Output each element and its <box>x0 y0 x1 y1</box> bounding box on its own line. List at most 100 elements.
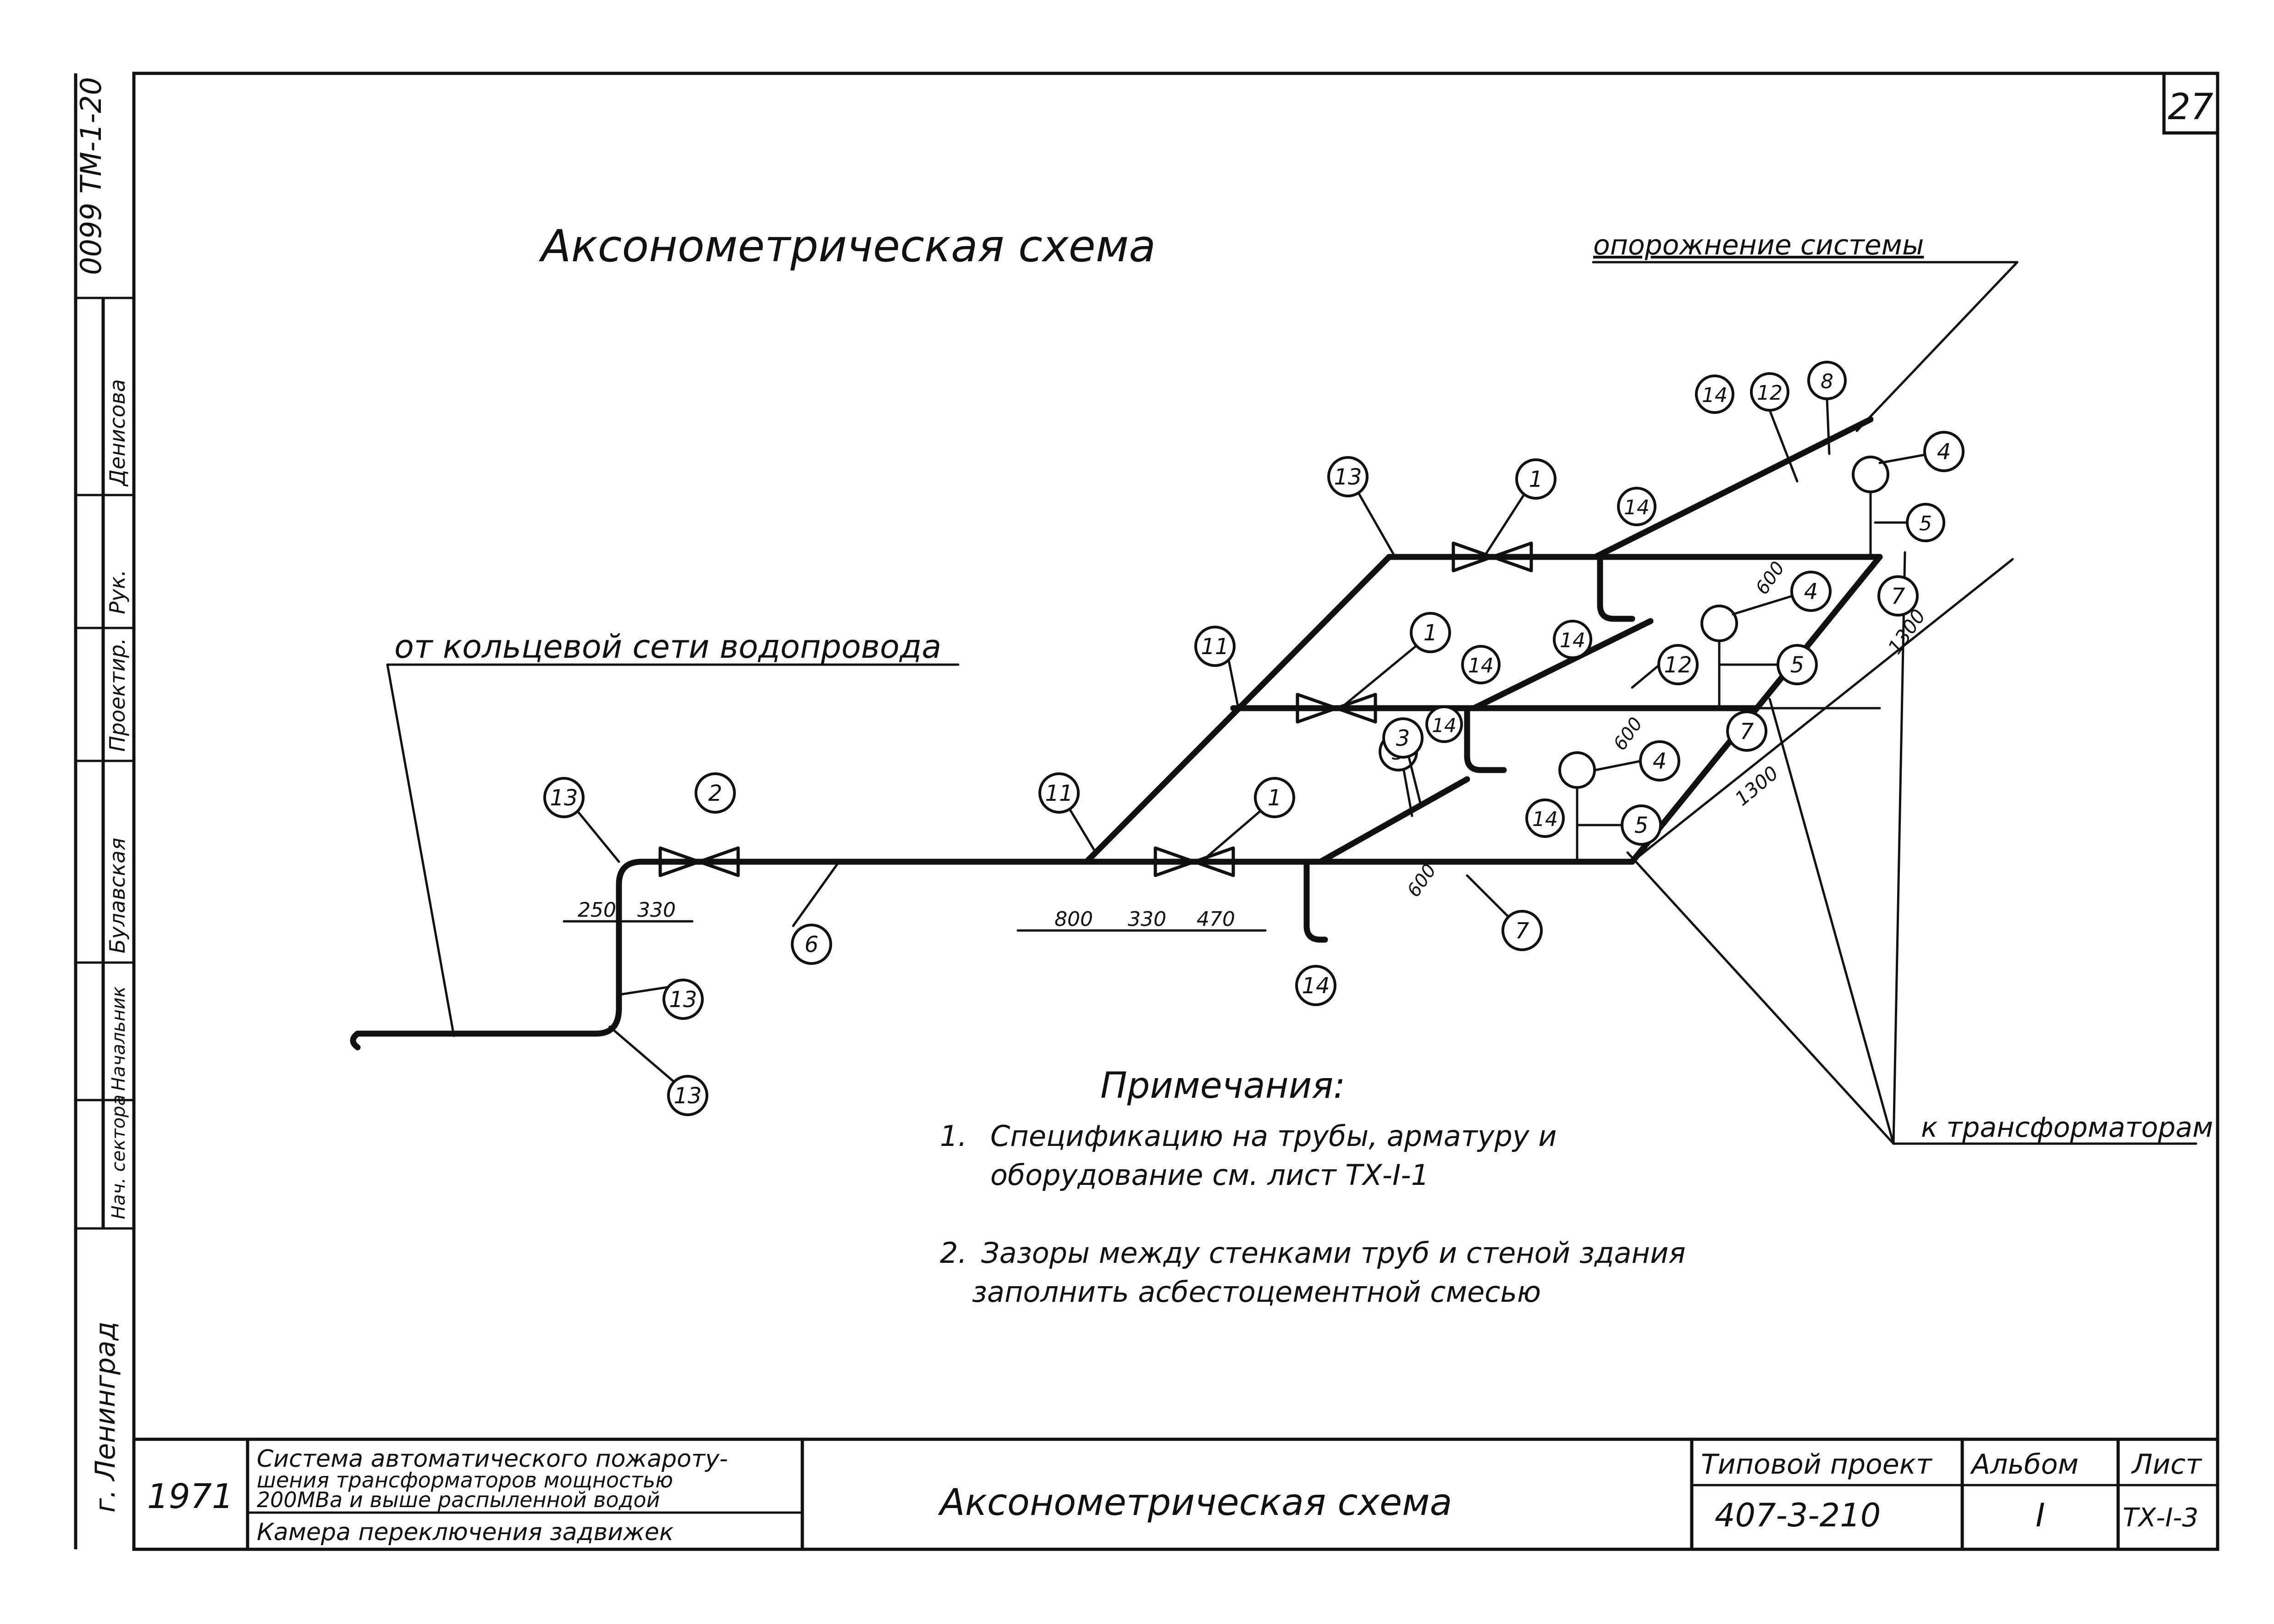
callout: 14 <box>1425 705 1463 743</box>
drawing-heading: Аксонометрическая схема <box>538 220 1156 272</box>
svg-text:13: 13 <box>1334 464 1362 490</box>
svg-text:14: 14 <box>1302 973 1330 999</box>
callout: 4 <box>1878 431 1965 472</box>
side-city: г. Ленинград <box>89 1321 121 1513</box>
svg-text:14: 14 <box>1624 496 1650 519</box>
callout: 14 <box>1461 645 1501 684</box>
dim-800: 800 <box>1054 908 1093 931</box>
svg-text:4: 4 <box>1653 749 1667 774</box>
svg-text:14: 14 <box>1432 714 1456 737</box>
callout: 4 <box>1732 571 1832 616</box>
title-desc-line1: Система автоматического пожароту- <box>257 1445 728 1473</box>
title-block: 1971 Система автоматического пожароту- ш… <box>147 1439 2219 1549</box>
svg-text:5: 5 <box>1634 813 1649 838</box>
dim-330b: 330 <box>1128 908 1166 931</box>
svg-text:4: 4 <box>1804 579 1818 605</box>
svg-text:6: 6 <box>805 932 819 958</box>
gauge-middle <box>1700 605 1738 642</box>
dim-330a: 330 <box>637 898 676 922</box>
note-2-line1: Зазоры между стенками труб и стеной здан… <box>981 1236 1686 1270</box>
sheet-label: Лист <box>2131 1448 2202 1481</box>
transformers-label: к трансформаторам <box>1921 1112 2213 1144</box>
callout: 7 <box>1726 710 1767 752</box>
page-number: 27 <box>2168 87 2213 128</box>
svg-text:13: 13 <box>673 1083 701 1109</box>
valve-1-upper <box>1452 541 1533 573</box>
callout: 13 <box>543 777 620 863</box>
callout: 14 <box>1295 965 1336 1006</box>
svg-text:1: 1 <box>1424 620 1438 646</box>
callout: 11 <box>1038 772 1097 854</box>
svg-text:11: 11 <box>1045 781 1073 806</box>
dim-1300a: 1300 <box>1731 761 1783 810</box>
side-stamp: 0099 ТМ-1-20 Денисова Рук. Проектир. Бул… <box>74 73 135 1549</box>
note-1-line1: Спецификацию на трубы, арматуру и <box>990 1119 1557 1153</box>
svg-text:12: 12 <box>1664 652 1692 678</box>
callout: 1 <box>1484 458 1556 556</box>
svg-text:1: 1 <box>1268 785 1282 811</box>
svg-text:12: 12 <box>1757 381 1783 405</box>
callout: 5 <box>1576 804 1662 846</box>
drain-label: опорожнение системы <box>1593 229 1924 261</box>
callout: 5 <box>1718 644 1818 685</box>
svg-text:8: 8 <box>1821 370 1833 393</box>
callout: 12 <box>1750 372 1799 483</box>
dim-600b: 600 <box>1610 714 1647 754</box>
callout: 6 <box>791 860 840 965</box>
callout: 13 <box>1327 456 1395 556</box>
callout: 1 <box>1200 777 1295 863</box>
svg-text:4: 4 <box>1937 439 1951 465</box>
note-2-line2: заполнить асбестоцементной смесью <box>972 1275 1541 1309</box>
inlet-pipe <box>354 859 1635 1037</box>
note-1-number: 1. <box>940 1119 967 1153</box>
dim-470: 470 <box>1197 908 1235 931</box>
svg-text:14: 14 <box>1468 654 1494 677</box>
callout: 13 <box>608 1025 708 1116</box>
callout: 5 <box>1874 503 1945 542</box>
svg-text:14: 14 <box>1702 384 1728 407</box>
svg-text:1: 1 <box>1529 467 1543 492</box>
pipework <box>350 416 2014 1051</box>
typical-project-value: 407-3-210 <box>1715 1497 1881 1534</box>
svg-text:5: 5 <box>1919 512 1932 535</box>
sheet-frame <box>132 72 2219 1551</box>
side-role-3: Проектир. <box>105 638 130 752</box>
side-role-2: Рук. <box>105 570 130 614</box>
side-role-1: Денисова <box>105 379 130 487</box>
callout: 4 <box>1594 740 1680 782</box>
side-code: 0099 ТМ-1-20 <box>74 77 108 275</box>
svg-text:11: 11 <box>1201 634 1229 660</box>
callout: 1 <box>1342 612 1451 707</box>
svg-text:2: 2 <box>708 781 723 806</box>
callout: 14 <box>1695 374 1734 414</box>
callouts: 13 2 6 13 13 11 1 14 7 5 14 4 3 14 11 1 … <box>543 361 1965 1116</box>
title-subtitle: Камера переключения задвижек <box>257 1519 674 1546</box>
dim-250: 250 <box>578 898 616 922</box>
sheet-value: ТХ-I-3 <box>2123 1503 2198 1533</box>
valve-1-middle <box>1296 693 1377 724</box>
callout: 14 <box>1617 487 1656 526</box>
dim-600a: 600 <box>1403 860 1441 901</box>
page-number-box <box>2162 72 2219 135</box>
typical-project-label: Типовой проект <box>1701 1448 1933 1481</box>
side-role-5: Начальник <box>108 986 129 1091</box>
callout: 13 <box>618 979 704 1020</box>
title-drawing: Аксонометрическая схема <box>938 1481 1452 1524</box>
callout: 7 <box>1877 575 1919 617</box>
supply-label: от кольцевой сети водопровода <box>394 628 941 666</box>
svg-text:7: 7 <box>1740 719 1754 744</box>
svg-text:14: 14 <box>1560 629 1585 652</box>
callout: 14 <box>1553 620 1592 659</box>
callout: 12 <box>1631 644 1699 689</box>
title-year: 1971 <box>147 1477 233 1516</box>
note-2-number: 2. <box>940 1236 967 1270</box>
title-desc-line2: шения трансформаторов мощностью <box>257 1468 673 1492</box>
notes-heading: Примечания: <box>1100 1065 1345 1107</box>
svg-text:3: 3 <box>1396 726 1410 751</box>
callout: 7 <box>1466 874 1543 951</box>
note-1-line2: оборудование см. лист ТХ-I-1 <box>990 1158 1429 1192</box>
gauge-lower <box>1558 751 1596 789</box>
svg-text:5: 5 <box>1790 652 1805 678</box>
side-role-6: Нач. сектора <box>108 1095 129 1219</box>
album-label: Альбом <box>1970 1448 2079 1481</box>
